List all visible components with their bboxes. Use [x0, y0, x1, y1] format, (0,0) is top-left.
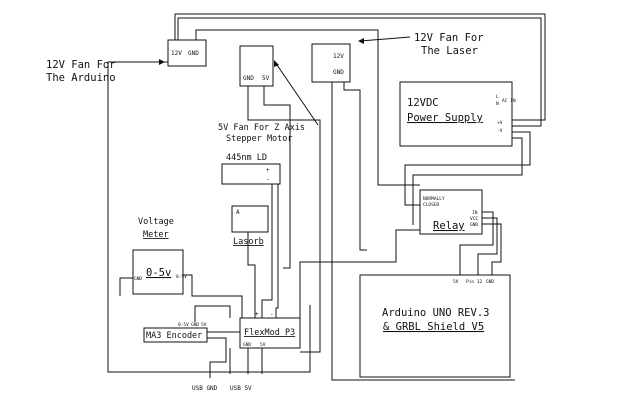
encoder-title: MA3 Encoder: [146, 331, 202, 341]
arduino-pin-5v: 5V: [453, 279, 459, 285]
ps-terminal-pos: +V: [497, 120, 503, 126]
relay-pin-closed: CLOSED: [423, 202, 440, 208]
fan-arduino-pin-gnd: GND: [188, 50, 199, 57]
fan-laser-pin-12v: 12V: [333, 53, 344, 60]
encoder-pin-05v: 0-5V: [178, 322, 189, 328]
fan-arduino: 12V GND: [167, 39, 207, 67]
relay-pin-in: IN: [472, 210, 478, 216]
ps-terminal-acin: AC IN: [502, 98, 516, 104]
usb-5v-label: USB 5V: [230, 385, 252, 392]
callout-arduino-fan-line2: The Arduino: [46, 72, 116, 84]
voltmeter-pin-05v: 0-5V: [176, 274, 187, 280]
ma3-encoder: 0-5V GND 5V MA3 Encoder: [143, 322, 208, 343]
wires: [107, 13, 546, 381]
arduino-title-line2: & GRBL Shield V5: [383, 321, 484, 333]
laser-diode-title: 445nm LD: [226, 153, 267, 163]
laser-diode-pin-minus: -: [266, 176, 270, 183]
callout-arrows: [128, 36, 411, 126]
power-supply: 12VDC Power Supply L N AC IN +V -V: [399, 81, 516, 147]
flexmod-pin-plus: +: [255, 311, 259, 318]
flexmod: + - FlexMod P3 GND 5V: [239, 311, 301, 349]
arduino-pin-12: Pin 12: [466, 279, 483, 285]
callout-laser-fan-line1: 12V Fan For: [414, 32, 484, 44]
voltage-meter: Voltage Meter 0-5v GND 0-5V: [132, 217, 187, 295]
lasorb-title: Lasorb: [233, 237, 264, 247]
relay-title: Relay: [433, 220, 465, 232]
encoder-pin-gnd: GND: [191, 322, 199, 328]
flexmod-pin-gnd: GND: [243, 342, 251, 348]
encoder-pin-5v: 5V: [201, 322, 207, 328]
lasorb: A Lasorb: [231, 205, 269, 247]
voltmeter-title-line2: Meter: [143, 230, 169, 240]
arduino-pin-gnd: GND: [486, 279, 494, 285]
power-supply-title-line2: Power Supply: [407, 112, 483, 124]
flexmod-pin-minus: -: [270, 311, 274, 318]
fan-z-pin-5v: 5V: [262, 75, 270, 82]
callout-z-fan-line2: Stepper Motor: [226, 134, 293, 144]
ps-terminal-n: N: [496, 101, 499, 107]
fan-laser: 12V GND: [311, 43, 351, 83]
laser-diode: 445nm LD + -: [221, 153, 281, 185]
fan-laser-pin-gnd: GND: [333, 69, 344, 76]
arduino-title-line1: Arduino UNO REV.3: [382, 307, 489, 319]
laser-diode-pin-plus: +: [266, 167, 270, 174]
ps-terminal-l: L: [496, 94, 499, 100]
callout-laser-fan-line2: The Laser: [421, 45, 478, 57]
relay-pin-normally: NORMALLY: [423, 196, 445, 202]
fan-z-pin-gnd: GND: [243, 75, 254, 82]
voltmeter-title-line1: Voltage: [138, 217, 174, 227]
callout-z-fan-line1: 5V Fan For Z Axis: [218, 123, 305, 133]
flexmod-pin-5v: 5V: [260, 342, 266, 348]
voltmeter-range: 0-5v: [146, 267, 171, 279]
fan-arduino-pin-12v: 12V: [171, 50, 182, 57]
arduino-uno: 5V Pin 12 GND Arduino UNO REV.3 & GRBL S…: [359, 274, 511, 378]
usb-gnd-label: USB GND: [192, 385, 218, 392]
fan-z-axis: GND 5V: [239, 45, 274, 87]
relay-pin-gnd: GND: [470, 222, 478, 228]
flexmod-title: FlexMod P3: [244, 328, 295, 338]
ps-terminal-neg: -V: [497, 128, 503, 134]
power-supply-title-line1: 12VDC: [407, 97, 439, 109]
callout-arduino-fan-line1: 12V Fan For: [46, 59, 116, 71]
lasorb-pin-a: A: [236, 209, 240, 216]
relay-pin-vcc: VCC: [470, 216, 478, 222]
voltmeter-pin-gnd: GND: [134, 276, 142, 282]
relay: NORMALLY CLOSED IN VCC GND Relay: [419, 189, 483, 235]
